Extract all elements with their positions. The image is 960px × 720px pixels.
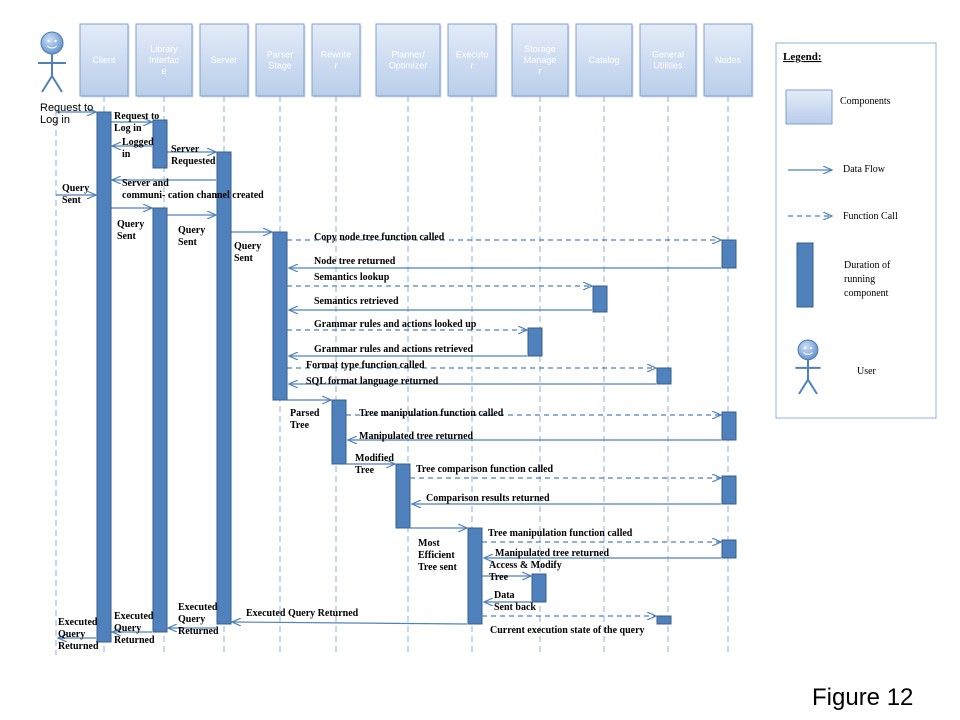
activation-bar: [331, 399, 347, 465]
message-label: Format type function called: [306, 360, 425, 371]
message-label: Tree manipulation function called: [359, 408, 504, 419]
activation-bar: [152, 207, 168, 633]
activation-bar: [467, 527, 483, 625]
activation-bar: [721, 475, 737, 505]
activation-bar: [721, 411, 737, 441]
message-label: Tree comparison function called: [416, 464, 554, 475]
legend-title: Legend:: [783, 51, 822, 63]
activation-bar: [721, 539, 737, 559]
activation-bar: [656, 615, 672, 625]
activation-bar: [395, 463, 411, 529]
message-label: Executed Query Returned: [246, 608, 359, 619]
message-label: Grammar rules and actions retrieved: [314, 344, 473, 355]
legend-user-label: User: [857, 366, 877, 377]
message-label: Semantics retrieved: [314, 296, 399, 307]
legend-function-call-label: Function Call: [843, 211, 898, 222]
legend-component-swatch: [785, 89, 833, 125]
legend-user-icon: [795, 339, 821, 395]
participant-2: Server: [199, 23, 250, 98]
legend-components-label: Components: [840, 96, 891, 107]
activation-bar: [272, 231, 288, 401]
figure-caption: Figure 12: [812, 684, 914, 711]
activations: [96, 111, 737, 643]
activation-bar: [152, 119, 168, 169]
message-label: Semantics lookup: [314, 272, 390, 283]
participant-label: Client: [92, 55, 116, 65]
activation-bar: [531, 573, 547, 603]
activation-bar: [592, 285, 608, 313]
message-label: Node tree returned: [314, 256, 396, 267]
participant-5: Planner/Optimizer: [375, 23, 442, 98]
activation-bar: [656, 367, 672, 385]
activation-bar: [216, 151, 232, 625]
activation-bar: [96, 111, 112, 643]
legend-data-flow-label: Data Flow: [843, 164, 886, 175]
participant-label: Server: [211, 55, 238, 65]
activation-bar: [721, 239, 737, 269]
participant-label: Planner/Optimizer: [389, 50, 428, 71]
message-label: Manipulated tree returned: [359, 431, 474, 442]
message-label: Comparison results returned: [426, 493, 550, 504]
legend-duration-swatch: [796, 242, 814, 308]
participant-8: Catalog: [575, 23, 634, 98]
message-label: SQL format language returned: [306, 376, 439, 387]
activation-bar: [527, 327, 543, 357]
messages: [56, 112, 721, 638]
participant-label: Nodes: [715, 55, 742, 65]
message-label: Manipulated tree returned: [495, 548, 610, 559]
message-label: Grammar rules and actions looked up: [314, 319, 477, 330]
message-label: Current execution state of the query: [490, 625, 645, 636]
message-label: Tree manipulation function called: [488, 528, 633, 539]
participant-0: Client: [79, 23, 130, 98]
participant-10: Nodes: [703, 23, 754, 98]
data-flow-arrow: [232, 622, 468, 624]
user-actor-icon: [38, 31, 66, 93]
message-label: Copy node tree function called: [314, 232, 445, 243]
participant-label: Catalog: [588, 55, 619, 65]
